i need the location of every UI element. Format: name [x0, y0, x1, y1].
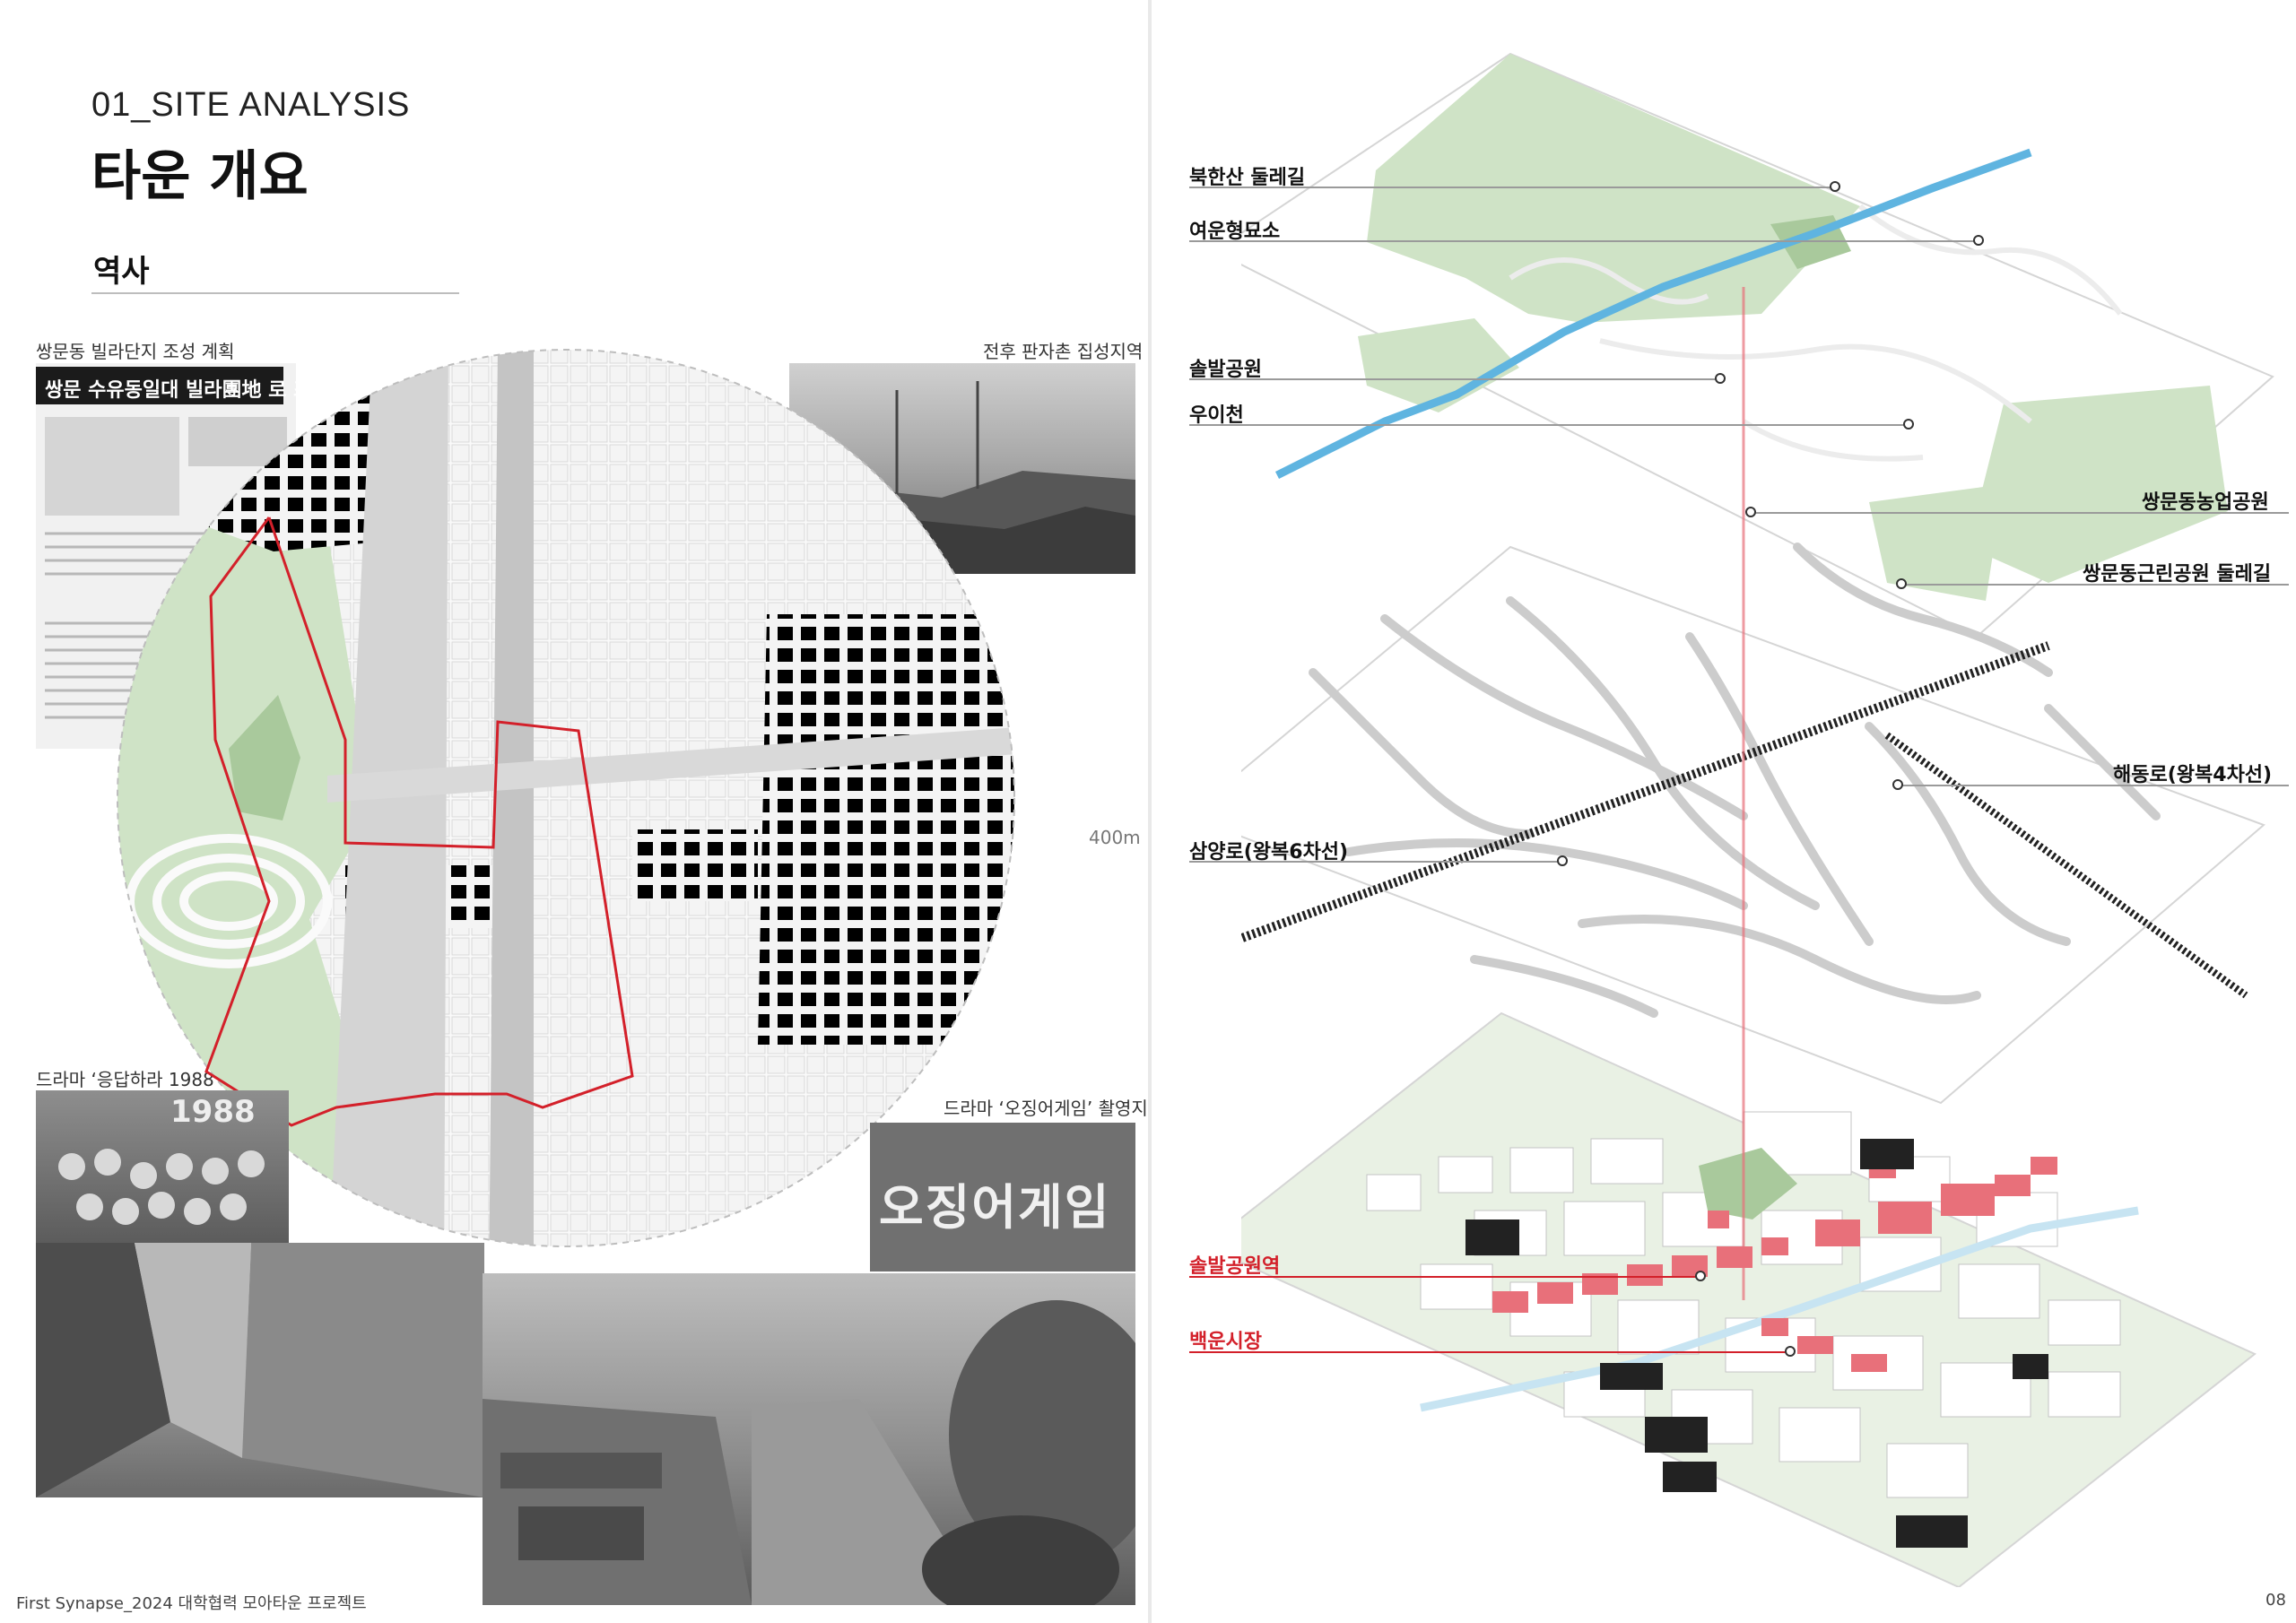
leader-yeoun	[1189, 240, 1979, 242]
footer-project-name: First Synapse_2024 대학협력 모아타운 프로젝트	[16, 1594, 367, 1613]
spread-gutter	[1148, 0, 1152, 1623]
label-baekun-market: 백운시장	[1189, 1331, 1262, 1353]
page-number: 08	[2266, 1591, 2286, 1610]
alley-graphic	[36, 1243, 484, 1497]
leader-baekun-market	[1189, 1351, 1790, 1353]
marker-yeoun	[1973, 235, 1984, 246]
leader-solbat-station	[1189, 1276, 1700, 1278]
market-photo	[483, 1273, 1135, 1605]
leader-bukhansan	[1189, 187, 1835, 188]
marker-solbat-park	[1715, 373, 1726, 384]
drama-1988-poster: 1988	[36, 1090, 289, 1243]
section-subtitle: 역사	[93, 254, 150, 290]
leader-ui-stream	[1189, 424, 1909, 426]
leader-haedong	[1898, 785, 2289, 786]
leader-samyang	[1189, 861, 1562, 863]
squid-game-title: 오징어게임	[879, 1179, 1111, 1236]
leader-solbat-park	[1189, 378, 1720, 380]
alley-photo	[36, 1243, 484, 1497]
marker-baekun-market	[1785, 1346, 1796, 1357]
left-page: 01_SITE ANALYSIS 타운 개요 역사 쌍문동 빌라단지 조성 계획…	[36, 86, 1148, 1605]
marker-haedong	[1892, 779, 1903, 790]
caption-postwar: 전후 판자촌 집성지역	[983, 341, 1144, 362]
squid-game-title-card: 오징어게임	[870, 1123, 1135, 1271]
layered-axonometric-diagram	[1241, 52, 2274, 1587]
marker-farm-park	[1745, 507, 1756, 517]
caption-drama-squid: 드라마 ‘오징어게임’ 촬영지	[944, 1098, 1148, 1119]
newspaper-headline: 쌍문 수유동일대 빌라團地 로 조성	[45, 379, 296, 402]
poster-1988-title: 1988	[170, 1094, 256, 1130]
label-farm-park: 쌍문동농업공원	[2142, 491, 2269, 514]
label-haedong: 해동로(왕복4차선)	[2113, 764, 2273, 786]
label-solbat-station: 솔발공원역	[1189, 1255, 1281, 1278]
label-solbat-park: 솔발공원	[1189, 359, 1262, 381]
label-yeoun: 여운형묘소	[1189, 221, 1281, 243]
marker-samyang	[1557, 855, 1568, 866]
label-ui-stream: 우이천	[1189, 404, 1244, 427]
market-graphic	[483, 1300, 1135, 1605]
marker-ui-stream	[1903, 419, 1914, 430]
label-samyang: 삼양로(왕복6차선)	[1189, 841, 1349, 864]
marker-bukhansan	[1830, 181, 1840, 192]
leader-farm-park	[1751, 512, 2289, 514]
caption-villa-plan: 쌍문동 빌라단지 조성 계획	[36, 341, 235, 362]
page-title: 타운 개요	[91, 145, 309, 208]
label-neighborhood-trail: 쌍문동근린공원 둘레길	[2083, 563, 2272, 586]
scale-label: 400m	[1089, 827, 1141, 848]
label-bukhansan: 북한산 둘레길	[1189, 167, 1306, 189]
subtitle-rule	[91, 292, 459, 294]
section-number: 01_SITE ANALYSIS	[91, 86, 411, 124]
leader-neighborhood-trail	[1901, 584, 2289, 586]
marker-neighborhood-trail	[1896, 578, 1907, 589]
marker-solbat-station	[1695, 1271, 1706, 1281]
right-page: 북한산 둘레길 여운형묘소 솔발공원 우이천 쌍문동농업공원 쌍문동근린공원 둘…	[1152, 0, 2296, 1623]
poster-graphic	[58, 1149, 265, 1225]
